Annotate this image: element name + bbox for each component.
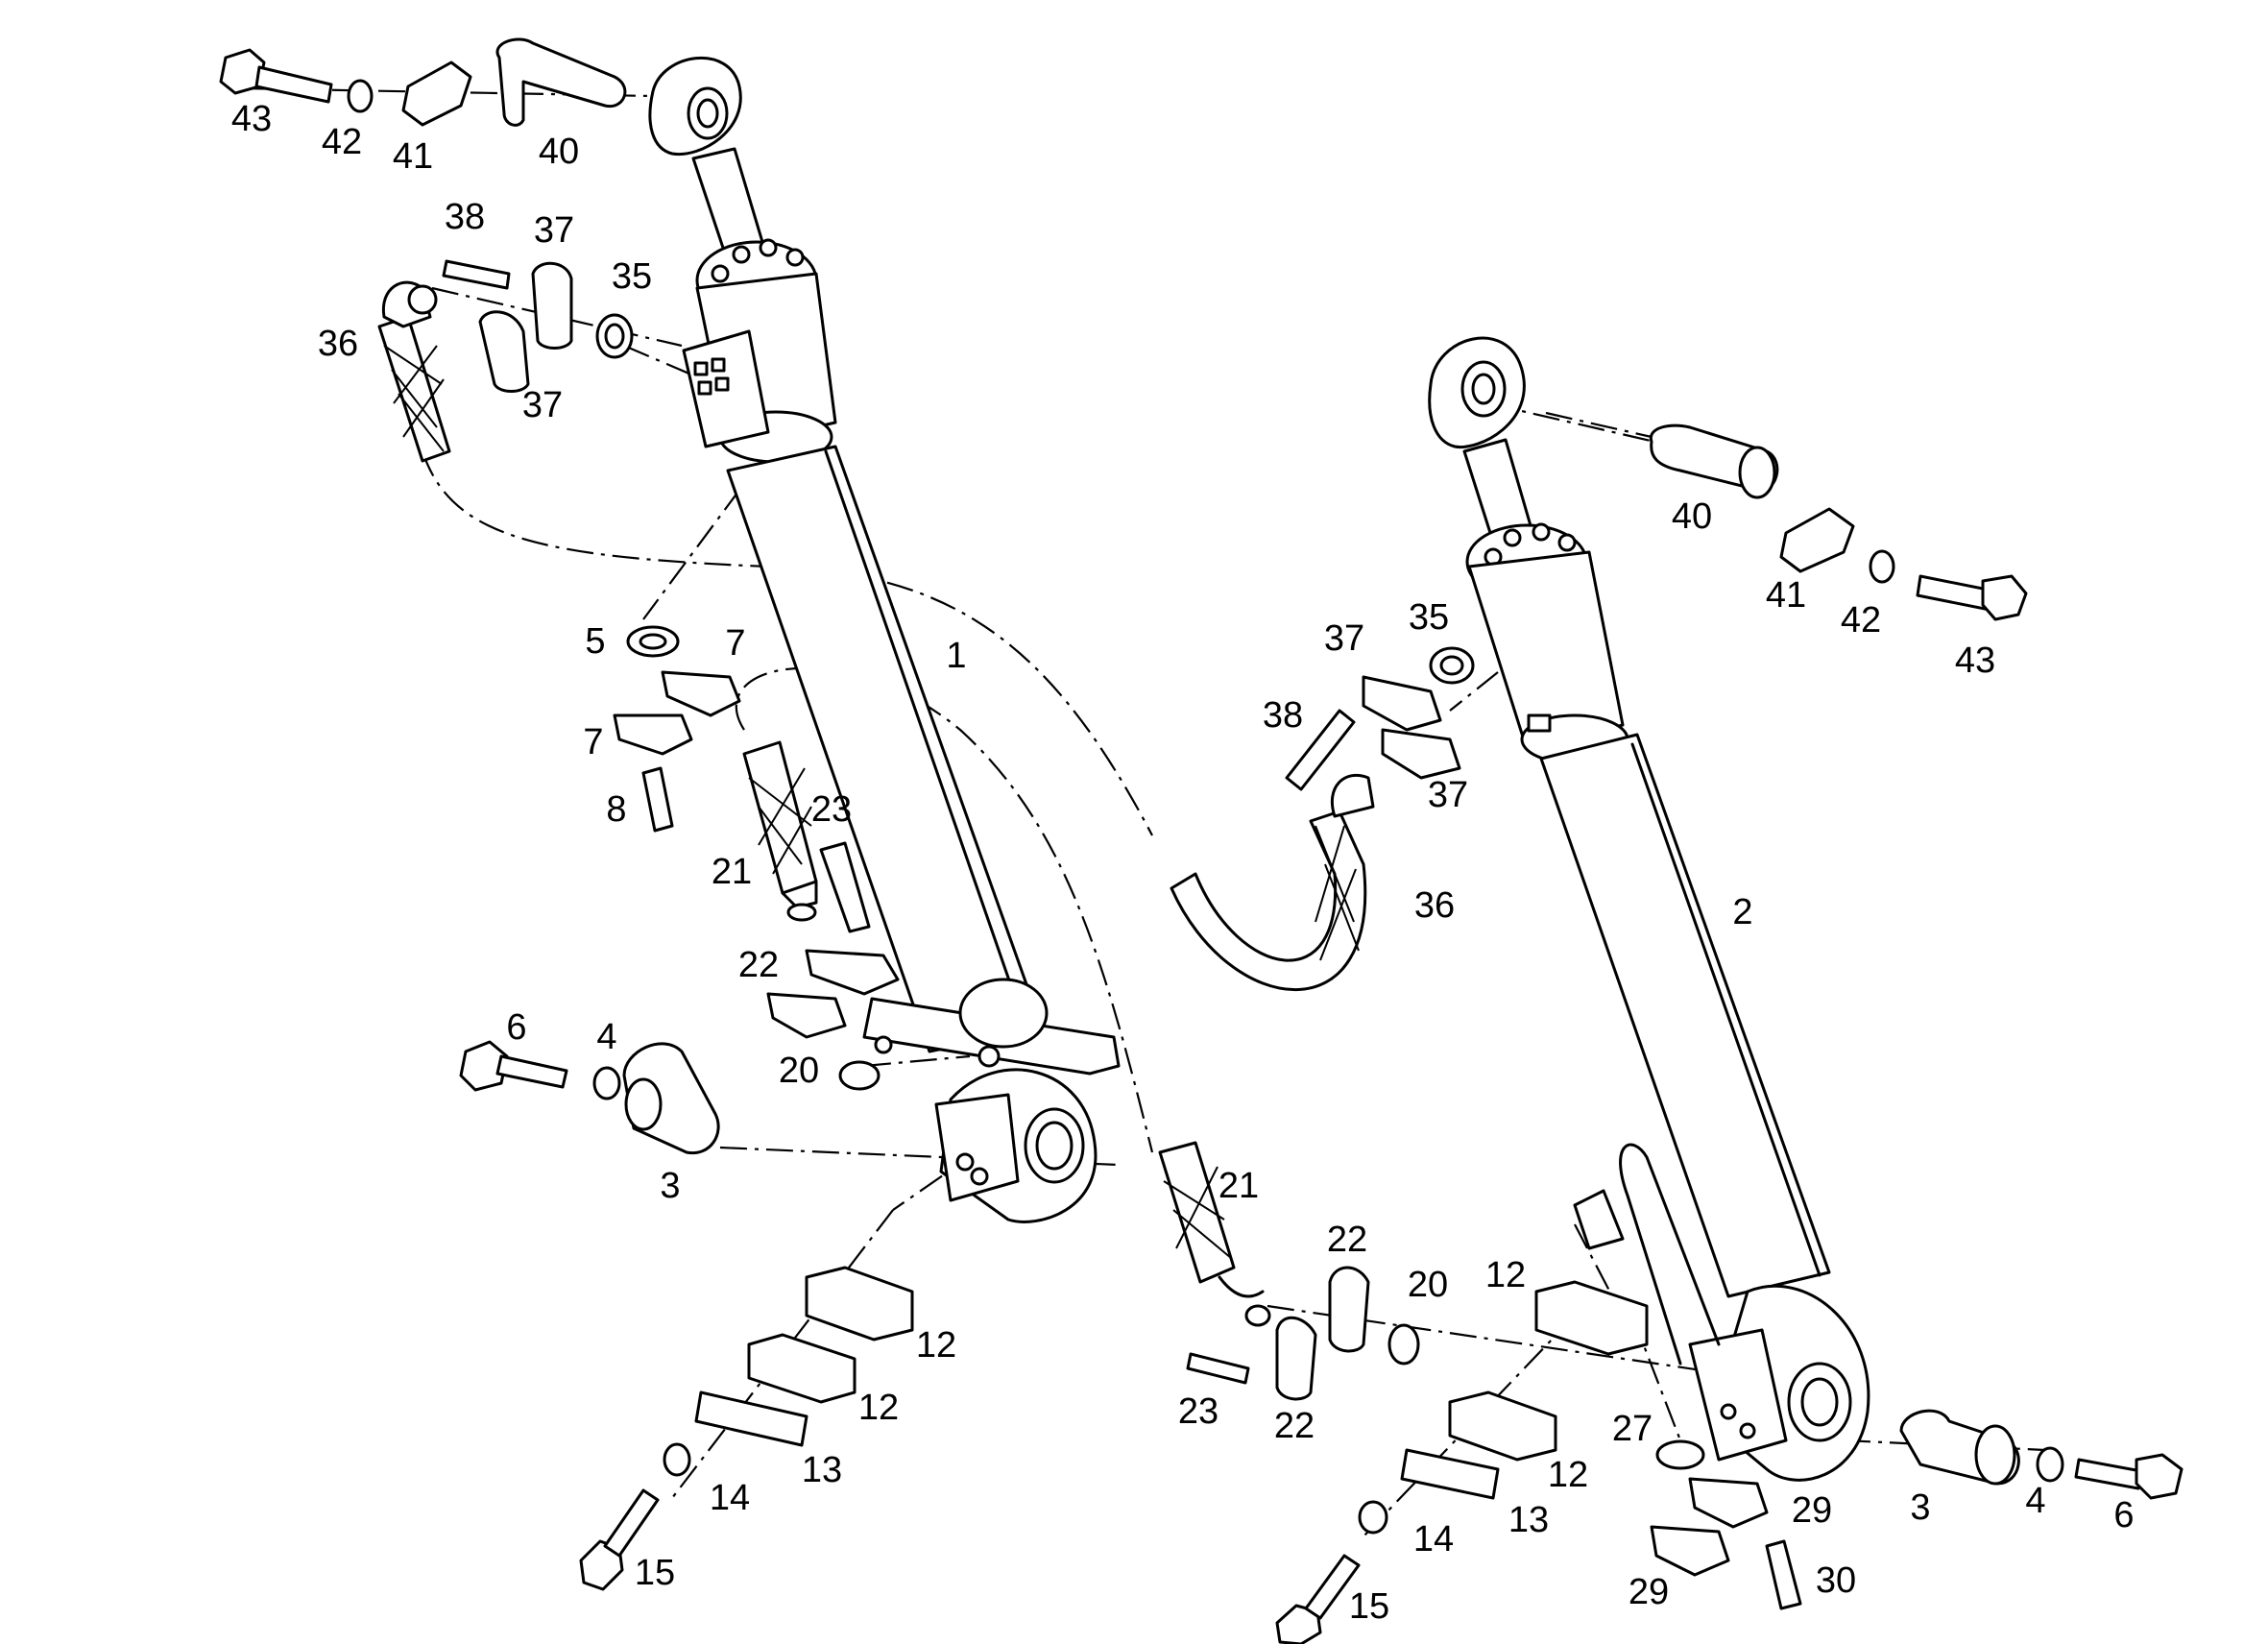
- callout-23-right: 23: [1178, 1391, 1218, 1432]
- callout-20-left: 20: [779, 1051, 819, 1091]
- callout-15-left: 15: [635, 1553, 675, 1593]
- callout-36-left: 36: [318, 324, 358, 364]
- callout-21-left: 21: [712, 852, 752, 892]
- callout-labels: 43 42 41 40 38 37 37 36 35 5 7 7 8 1 23 …: [231, 99, 2135, 1627]
- callout-12-right-a: 12: [1485, 1255, 1526, 1295]
- callout-43-left: 43: [231, 99, 272, 139]
- hydraulic-cylinder-1: [648, 56, 1121, 1223]
- callout-12-right-b: 12: [1548, 1455, 1588, 1495]
- callout-42-left: 42: [322, 122, 362, 162]
- callout-35-right: 35: [1409, 597, 1449, 638]
- callout-22-right-upper: 22: [1327, 1220, 1367, 1260]
- callout-2: 2: [1732, 892, 1752, 932]
- callout-5: 5: [585, 621, 605, 662]
- callout-8: 8: [606, 789, 626, 830]
- callout-7-lower: 7: [583, 722, 603, 762]
- callout-35-left: 35: [612, 256, 652, 297]
- callout-14-right: 14: [1413, 1519, 1454, 1559]
- callout-1: 1: [946, 636, 966, 676]
- callout-12-left-a: 12: [916, 1325, 956, 1366]
- callout-41-right: 41: [1766, 575, 1806, 616]
- callout-3-left: 3: [660, 1166, 680, 1206]
- callout-13-right: 13: [1508, 1500, 1549, 1540]
- callout-14-left: 14: [710, 1478, 750, 1518]
- hoses: [377, 280, 1375, 1327]
- callout-43-right: 43: [1955, 641, 1995, 681]
- callout-37-right-upper: 37: [1324, 618, 1364, 659]
- callout-21-lower: 21: [1218, 1166, 1259, 1206]
- callout-22-left: 22: [738, 945, 779, 985]
- small-parts: [219, 37, 2184, 1644]
- callout-42-right: 42: [1841, 600, 1881, 641]
- callout-37-upper: 37: [534, 210, 574, 251]
- callout-38-left: 38: [445, 197, 485, 237]
- callout-6-left: 6: [506, 1007, 526, 1048]
- callout-4-left: 4: [596, 1017, 616, 1057]
- callout-29-lower: 29: [1629, 1572, 1669, 1612]
- callout-12-left-b: 12: [858, 1388, 899, 1428]
- callout-7-upper: 7: [725, 623, 745, 664]
- callout-27: 27: [1612, 1409, 1653, 1449]
- callout-3-right: 3: [1910, 1487, 1930, 1528]
- callout-23-left: 23: [811, 789, 852, 830]
- callout-36-right: 36: [1414, 885, 1455, 926]
- callout-22-right-lower: 22: [1274, 1406, 1315, 1446]
- callout-15-right: 15: [1349, 1586, 1389, 1627]
- callout-6-right: 6: [2113, 1495, 2134, 1535]
- callout-40-left: 40: [539, 132, 579, 172]
- callout-37-right-lower: 37: [1428, 775, 1468, 815]
- callout-13-left: 13: [802, 1450, 842, 1490]
- callout-40-right: 40: [1672, 496, 1712, 537]
- callout-41-left: 41: [393, 136, 433, 177]
- callout-4-right: 4: [2025, 1481, 2045, 1521]
- callout-30: 30: [1816, 1560, 1856, 1601]
- callout-37-lower: 37: [522, 385, 563, 425]
- callout-38-right: 38: [1263, 695, 1303, 736]
- callout-29-right: 29: [1792, 1490, 1832, 1531]
- hydraulic-cylinder-2: [1428, 336, 1870, 1482]
- callout-20-right: 20: [1408, 1265, 1448, 1305]
